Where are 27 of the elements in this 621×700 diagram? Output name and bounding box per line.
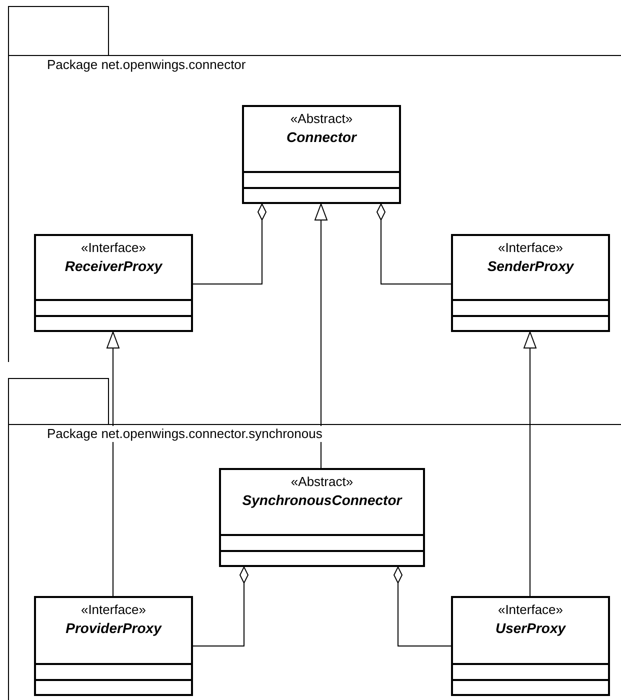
class-name: UserProxy (495, 619, 566, 638)
stereotype-label: «Interface» (80, 601, 146, 618)
class-box (242, 105, 401, 204)
package-label: Package net.openwings.connector.synchronous (47, 426, 322, 442)
class-box (34, 596, 193, 696)
generalization-arrow (524, 332, 536, 596)
class-box (219, 468, 425, 567)
generalization-arrow (106, 332, 120, 596)
class-name: SenderProxy (487, 257, 574, 276)
stereotype-label: «Abstract» (290, 110, 353, 127)
class-box (34, 234, 193, 332)
stereotype-label: «Abstract» (290, 473, 354, 490)
class-name: SynchronousConnector (242, 491, 402, 510)
class-name: Connector (286, 128, 356, 147)
generalization-arrow (314, 204, 328, 468)
stereotype-label: «Interface» (498, 239, 564, 256)
aggregation-line (192, 566, 248, 646)
aggregation-line (192, 204, 266, 284)
stereotype-label: «Interface» (498, 601, 564, 618)
package-label: Package net.openwings.connector (47, 57, 246, 73)
stereotype-label: «Interface» (80, 239, 146, 256)
class-box (451, 596, 610, 696)
aggregation-line (376, 204, 452, 284)
aggregation-line (394, 566, 452, 646)
class-name: ReceiverProxy (64, 257, 162, 276)
class-name: ProviderProxy (66, 619, 162, 638)
class-box (451, 234, 610, 332)
